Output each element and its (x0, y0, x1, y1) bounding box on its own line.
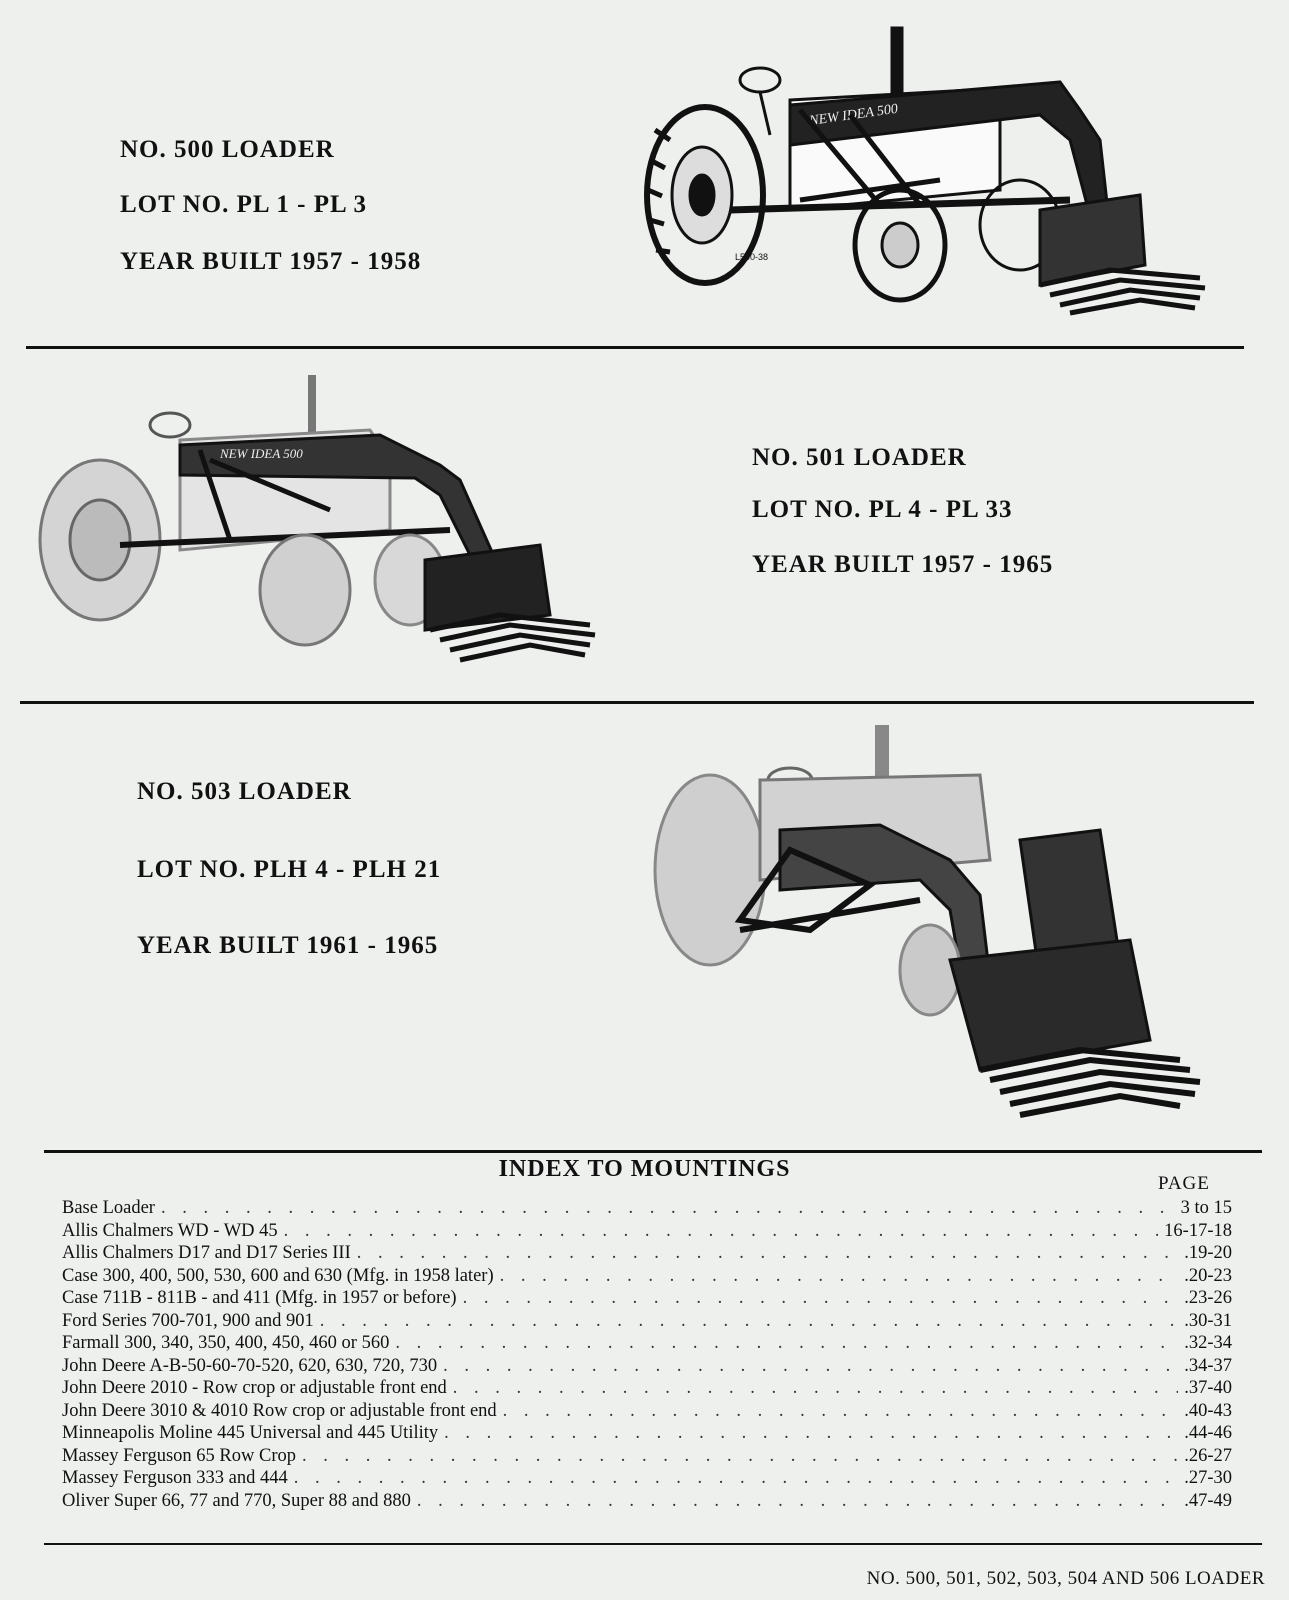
loader-501-lot: LOT NO. PL 4 - PL 33 (752, 496, 1013, 523)
loader-503-illustration (653, 725, 1201, 1118)
index-page-header: PAGE (1158, 1173, 1210, 1194)
loader-503-name: NO. 503 LOADER (137, 778, 352, 805)
index-row: John Deere 2010 - Row crop or adjustable… (62, 1378, 1232, 1398)
loader-501-name: NO. 501 LOADER (752, 444, 967, 471)
loader-503-lot: LOT NO. PLH 4 - PLH 21 (137, 856, 442, 883)
index-row: Allis Chalmers D17 and D17 Series III. .… (62, 1243, 1232, 1263)
index-row: Allis Chalmers WD - WD 45. . . . . . . .… (62, 1220, 1232, 1241)
loader-500-years: YEAR BUILT 1957 - 1958 (120, 248, 422, 275)
index-row: Case 300, 400, 500, 530, 600 and 630 (Mf… (62, 1265, 1232, 1286)
index-list: Base Loader. . . . . . . . . . . . . . .… (62, 1197, 1232, 1512)
index-row: Massey Ferguson 65 Row Crop. . . . . . .… (62, 1445, 1232, 1466)
page-footer: NO. 500, 501, 502, 503, 504 AND 506 LOAD… (866, 1568, 1265, 1589)
index-title: INDEX TO MOUNTINGS (498, 1156, 791, 1182)
loader-501-years: YEAR BUILT 1957 - 1965 (752, 551, 1054, 578)
index-row: Oliver Super 66, 77 and 770, Super 88 an… (62, 1490, 1232, 1511)
loader-501-badge: NEW IDEA 500 (219, 446, 303, 461)
loader-500-illustration: NEW IDEA 500 L500-38 (644, 26, 1206, 316)
index-row: Massey Ferguson 333 and 444. . . . . . .… (62, 1468, 1232, 1488)
divider-3 (44, 1150, 1262, 1153)
divider-4 (44, 1543, 1262, 1545)
divider-2 (20, 701, 1254, 704)
loader-503-years: YEAR BUILT 1961 - 1965 (137, 932, 439, 959)
loader-500-lot: LOT NO. PL 1 - PL 3 (120, 191, 368, 218)
loader-500-name: NO. 500 LOADER (120, 136, 335, 163)
index-row: John Deere A-B-50-60-70-520, 620, 630, 7… (62, 1355, 1232, 1376)
index-row: Case 711B - 811B - and 411 (Mfg. in 1957… (62, 1288, 1232, 1308)
divider-1 (26, 346, 1244, 349)
index-row: Ford Series 700-701, 900 and 901. . . . … (62, 1310, 1232, 1331)
loader-501-illustration: NEW IDEA 500 (38, 375, 596, 663)
index-row: Minneapolis Moline 445 Universal and 445… (62, 1423, 1232, 1443)
index-row: Base Loader. . . . . . . . . . . . . . .… (62, 1198, 1232, 1218)
index-row: Farmall 300, 340, 350, 400, 450, 460 or … (62, 1333, 1232, 1353)
loader-500-caption: L500-38 (735, 252, 768, 262)
index-row: John Deere 3010 & 4010 Row crop or adjus… (62, 1400, 1232, 1421)
